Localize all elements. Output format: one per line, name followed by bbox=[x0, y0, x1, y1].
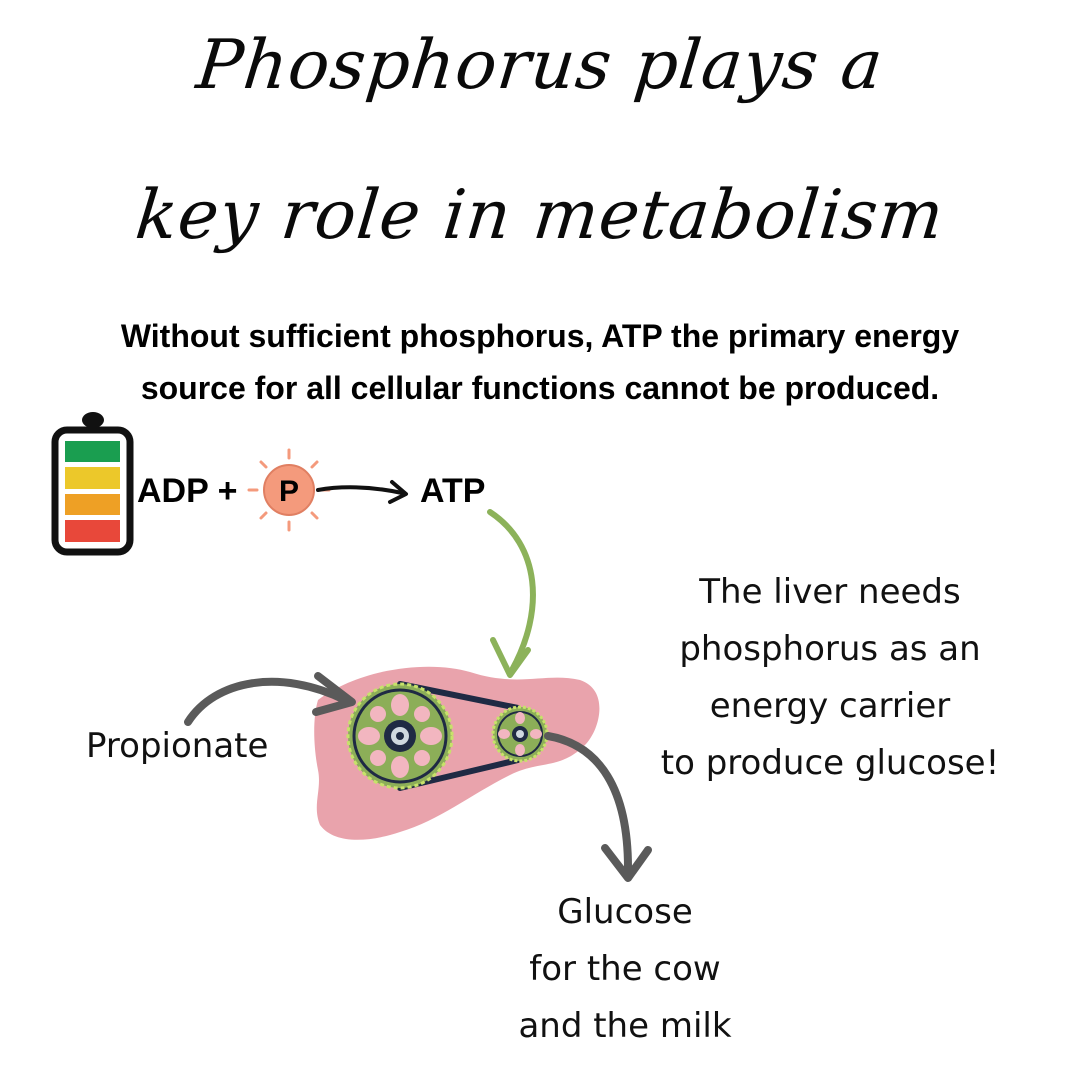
phosphate-label: P bbox=[278, 475, 299, 508]
propionate-label: Propionate bbox=[86, 726, 269, 766]
glucose-arrow bbox=[544, 732, 652, 882]
battery-icon bbox=[51, 412, 134, 556]
atp-label: ATP bbox=[420, 472, 486, 510]
glucose-note-line-1: Glucose bbox=[557, 892, 693, 932]
subtitle-line-1: Without sufficient phosphorus, ATP the p… bbox=[120, 318, 960, 354]
liver-note-line-3: energy carrier bbox=[709, 686, 951, 726]
subtitle-line-2: source for all cellular functions cannot… bbox=[140, 370, 940, 406]
energy-arrow-green bbox=[487, 509, 536, 678]
battery-level-red bbox=[65, 520, 120, 542]
glucose-note: Glucose for the cow and the milk bbox=[470, 884, 780, 1055]
liver-note-line-1: The liver needs bbox=[699, 572, 961, 612]
large-gear-icon bbox=[346, 682, 454, 790]
propionate-arrow bbox=[184, 672, 356, 726]
reaction-arrow bbox=[316, 480, 408, 504]
liver-note-line-4: to produce glucose! bbox=[660, 743, 1000, 783]
glucose-note-line-3: and the milk bbox=[518, 1006, 732, 1046]
small-gear-icon bbox=[491, 705, 549, 763]
glucose-note-line-2: for the cow bbox=[529, 949, 721, 989]
battery-level-orange bbox=[65, 494, 120, 515]
battery-level-green bbox=[65, 441, 120, 462]
liver-note-line-2: phosphorus as an bbox=[679, 629, 981, 669]
liver-note: The liver needs phosphorus as an energy … bbox=[640, 564, 1020, 792]
phosphate-icon bbox=[247, 448, 331, 532]
adp-label: ADP + bbox=[137, 472, 238, 510]
battery-level-yellow bbox=[65, 467, 120, 489]
